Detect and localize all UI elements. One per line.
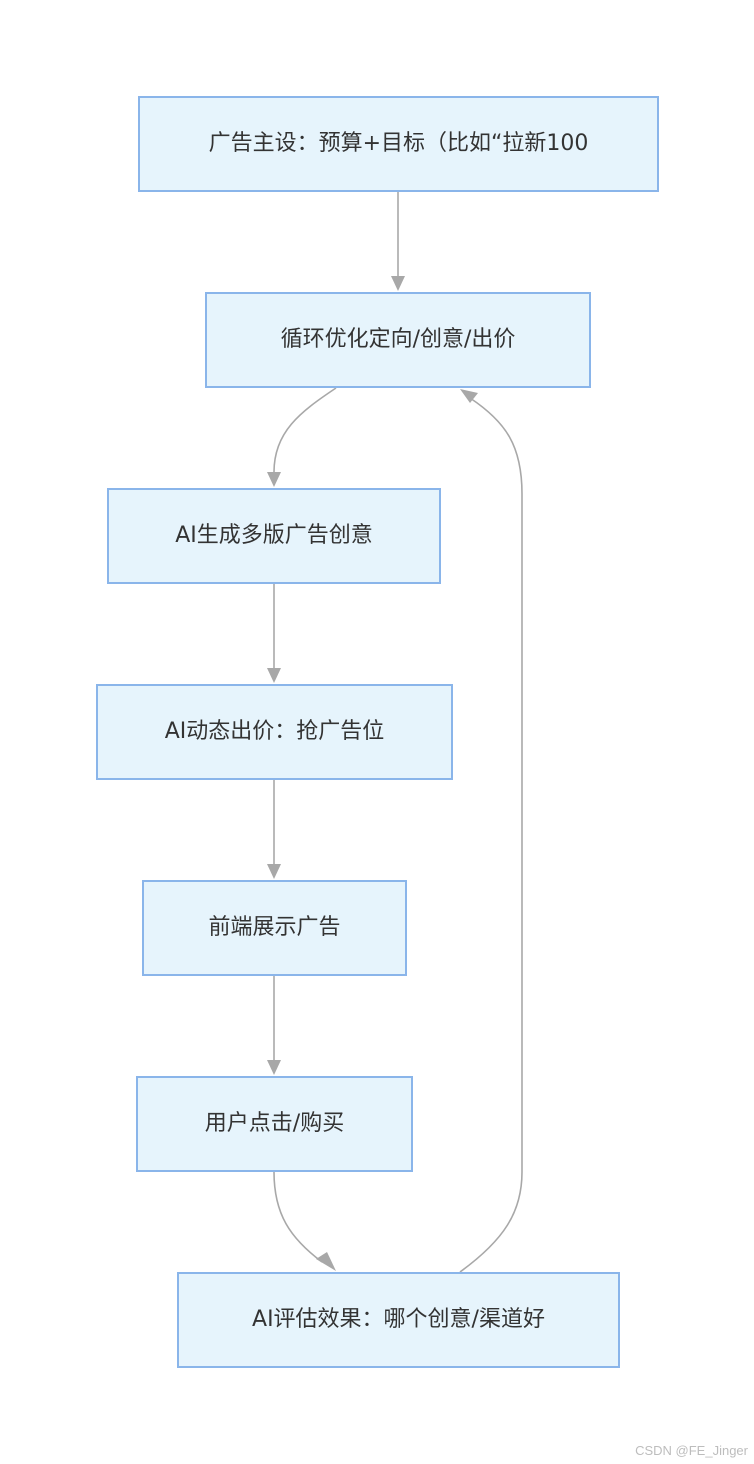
edge-n2-n3	[267, 387, 337, 487]
node-ai-dynamic-bidding: AI动态出价：抢广告位	[96, 684, 453, 780]
edge-n1-n2	[391, 192, 405, 291]
edge-n5-n6	[267, 976, 281, 1075]
watermark: CSDN @FE_Jinger	[635, 1443, 748, 1458]
edge-line	[273, 387, 337, 473]
node-label: AI动态出价：抢广告位	[164, 719, 385, 744]
arrowhead	[267, 1060, 281, 1075]
node-ai-generate-creatives: AI生成多版广告创意	[107, 488, 441, 584]
node-label: 广告主设：预算+目标（比如“拉新100	[208, 131, 589, 156]
edge-line	[459, 397, 523, 1273]
node-set-budget-goal: 广告主设：预算+目标（比如“拉新100	[138, 96, 659, 192]
arrowhead	[391, 276, 405, 291]
arrowhead	[267, 668, 281, 683]
edge-n3-n4	[267, 584, 281, 683]
arrowhead	[267, 472, 281, 487]
arrowhead	[316, 1252, 336, 1271]
node-loop-optimize: 循环优化定向/创意/出价	[205, 292, 591, 388]
edge-n7-n2-loop	[459, 389, 523, 1273]
arrowhead	[267, 864, 281, 879]
node-label: 用户点击/购买	[204, 1111, 345, 1136]
edge-n4-n5	[267, 780, 281, 879]
node-label: 前端展示广告	[208, 915, 341, 940]
node-label: AI生成多版广告创意	[175, 523, 373, 548]
edge-line	[273, 1171, 323, 1263]
edge-n6-n7	[273, 1171, 336, 1271]
node-label: 循环优化定向/创意/出价	[280, 327, 516, 352]
arrowhead	[460, 389, 478, 403]
node-user-click-buy: 用户点击/购买	[136, 1076, 413, 1172]
node-frontend-display: 前端展示广告	[142, 880, 407, 976]
node-ai-evaluate: AI评估效果：哪个创意/渠道好	[177, 1272, 620, 1368]
node-label: AI评估效果：哪个创意/渠道好	[252, 1307, 545, 1332]
